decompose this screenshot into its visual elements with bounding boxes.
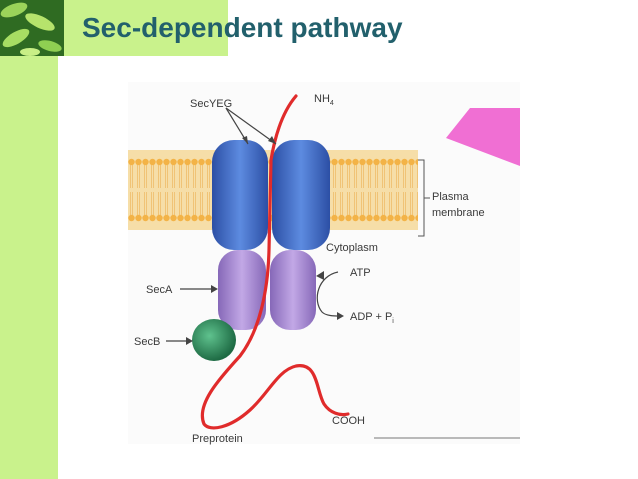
label-membrane: membrane [432,207,485,219]
label-cytoplasm: Cytoplasm [326,242,378,254]
label-adp: ADP + Pi [350,311,394,325]
seca-right-subunit [270,250,316,330]
label-plasma: Plasma [432,191,470,203]
secb-chaperone [192,319,236,361]
label-secyeg: SecYEG [190,98,232,110]
bacteria-corner-image [0,0,64,56]
label-preprotein: Preprotein [192,433,243,445]
label-nh4: NH4 [314,93,334,107]
figure-panel [128,82,520,444]
left-accent-bar [0,56,58,479]
label-seca: SecA [146,284,173,296]
label-cooh: COOH [332,415,365,427]
seca-left-subunit [218,250,266,330]
pink-pointer [446,108,520,166]
secyeg-arrow-2 [225,107,277,145]
atp-adp-arrow [316,271,341,317]
secyeg-left-subunit [212,140,268,250]
label-atp: ATP [350,267,371,279]
preprotein-chain [200,94,350,430]
secyeg-right-subunit [272,140,330,250]
slide-title: Sec-dependent pathway [82,12,403,43]
top-accent-band [58,0,228,56]
label-secb: SecB [134,336,160,348]
